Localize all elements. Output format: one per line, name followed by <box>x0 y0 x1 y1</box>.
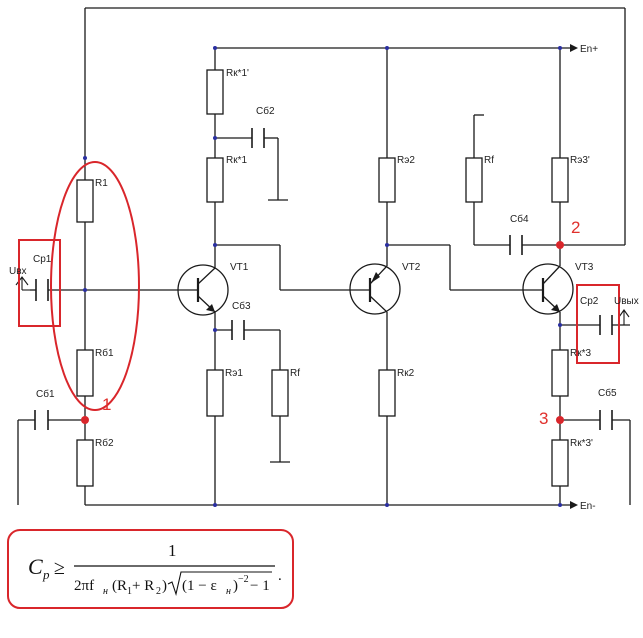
label-cb2: Cб2 <box>256 105 275 117</box>
capacitor-cb2 <box>251 128 265 148</box>
label-re1: Rэ1 <box>225 368 243 379</box>
resistor-re3p <box>551 157 569 203</box>
highlights <box>7 161 620 609</box>
formula-root-exp: −2 <box>238 574 249 585</box>
resistor-rk1 <box>206 157 224 203</box>
io-arrows <box>15 276 630 325</box>
label-rk3: Rк*3 <box>570 348 591 359</box>
resistors <box>76 69 569 487</box>
capacitor-cp1 <box>35 279 49 301</box>
marker-1: 1 <box>102 395 111 414</box>
label-cp2: Cp2 <box>580 296 599 307</box>
highlight-bias-ellipse <box>50 161 140 411</box>
formula-root-sign <box>167 571 272 597</box>
resistor-rb2 <box>76 439 94 487</box>
transistors <box>177 263 574 316</box>
resistor-rk3 <box>551 349 569 397</box>
label-rb1: Rб1 <box>95 347 114 359</box>
resistor-rk3p <box>551 439 569 487</box>
formula-den-b-sub: 1 <box>127 586 132 597</box>
transistor-vt2 <box>349 263 401 315</box>
capacitor-cb3 <box>231 320 245 340</box>
label-rk2: Rк2 <box>397 368 415 379</box>
resistor-re1 <box>206 369 224 417</box>
label-r1: R1 <box>95 178 108 189</box>
label-rk3p: Rк*3' <box>570 438 593 449</box>
formula-den-c-sub: 2 <box>156 586 161 597</box>
capacitors <box>34 128 613 430</box>
formula-end: . <box>278 568 282 584</box>
formula-den-b: (R <box>112 578 127 594</box>
marker-2: 2 <box>571 218 580 237</box>
formula-lhs: C <box>28 554 43 579</box>
formula-root-c: − 1 <box>250 578 270 594</box>
formula: C p ≥ 1 2πf н (R 1 + R 2 ) (1 − ε н ) −2… <box>28 541 282 597</box>
transistor-vt3 <box>522 263 574 315</box>
label-en-plus: En+ <box>580 44 598 55</box>
formula-numerator: 1 <box>168 541 177 560</box>
label-output: Uвых <box>614 296 639 307</box>
wires <box>17 7 631 506</box>
resistor-rf1 <box>271 369 289 417</box>
label-vt2: VT2 <box>402 262 421 273</box>
label-cb5: Cб5 <box>598 387 617 399</box>
label-cb1: Cб1 <box>36 388 55 400</box>
label-rk1p: Rк*1' <box>226 68 249 79</box>
label-cp1: Cp1 <box>33 254 52 265</box>
capacitor-cb4 <box>509 235 523 255</box>
marker-3: 3 <box>539 409 548 428</box>
highlight-cp1-box <box>18 239 61 327</box>
transistor-vt1 <box>177 264 229 316</box>
capacitor-cb1 <box>34 410 49 430</box>
formula-root-a-sub: н <box>226 586 231 597</box>
formula-root-a: (1 − ε <box>182 578 217 594</box>
highlight-cp2-box <box>576 284 620 364</box>
supply-arrows <box>570 44 578 509</box>
formula-root-b: ) <box>233 578 238 594</box>
resistor-rb1 <box>76 349 94 397</box>
resistor-re2 <box>378 157 396 203</box>
label-rf1: Rf <box>290 368 300 379</box>
labels: En+ En- Uвх Uвых Rк*1' Rк*1 Cб2 R1 Rб1 C… <box>9 44 639 512</box>
label-vt3: VT3 <box>575 262 594 273</box>
capacitor-cb5 <box>599 410 613 430</box>
label-re3p: Rэ3' <box>570 155 590 166</box>
label-input: Uвх <box>9 266 27 277</box>
formula-den-d: ) <box>162 578 167 594</box>
label-rb2: Rб2 <box>95 437 114 449</box>
formula-relation: ≥ <box>54 557 65 579</box>
formula-den-a: 2πf <box>74 578 94 594</box>
formula-den-c: + R <box>132 578 154 594</box>
label-en-minus: En- <box>580 501 596 512</box>
highlight-dots <box>81 241 564 424</box>
formula-den-a-sub: н <box>103 586 108 597</box>
resistor-rk2 <box>378 369 396 417</box>
label-rf2: Rf <box>484 155 494 166</box>
resistor-rf2 <box>465 157 483 203</box>
formula-lhs-sub: p <box>42 567 50 582</box>
label-cb3: Cб3 <box>232 300 251 312</box>
label-rk1: Rк*1 <box>226 155 247 166</box>
label-vt1: VT1 <box>230 262 249 273</box>
label-cb4: Cб4 <box>510 213 529 225</box>
resistor-r1 <box>76 179 94 223</box>
resistor-rk1p <box>206 69 224 115</box>
label-re2: Rэ2 <box>397 155 415 166</box>
junctions <box>83 46 562 507</box>
capacitor-cp2 <box>599 315 613 335</box>
formula-frame <box>7 529 294 609</box>
